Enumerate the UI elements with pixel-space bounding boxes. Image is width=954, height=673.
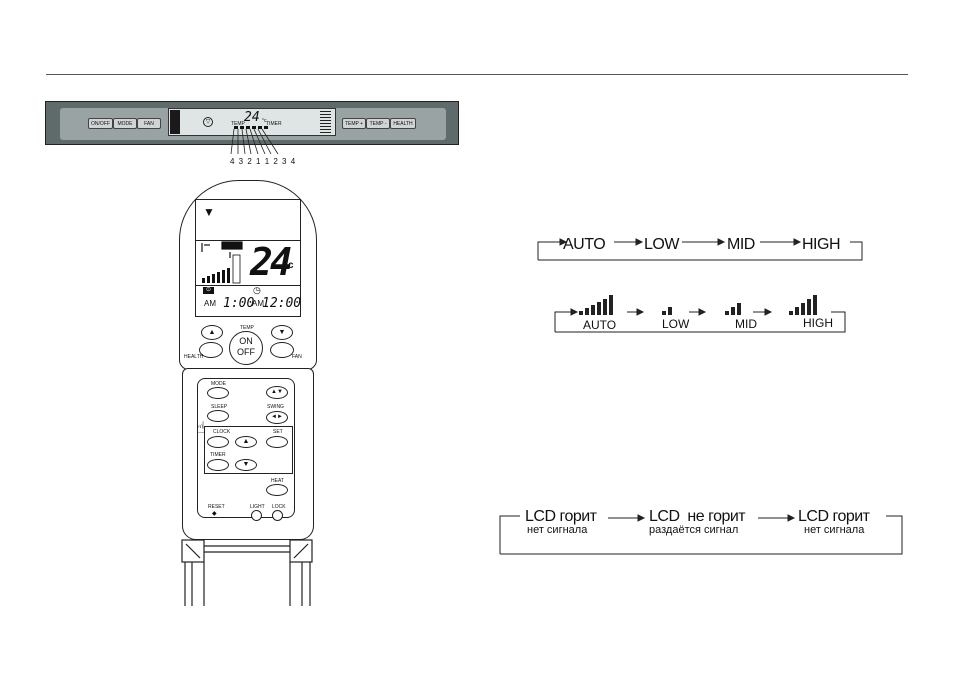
on-off-button[interactable]: ON OFF	[229, 331, 263, 365]
timer-on-icon: ⊙	[203, 287, 214, 294]
fan-cycle-icon-auto-label: AUTO	[583, 318, 617, 332]
panel-callout-numbers: 4 3 2 1 1 2 3 4	[230, 157, 297, 166]
remote-lcd-timer-ampm: AM	[204, 299, 216, 308]
remote-lcd-mode-icons	[201, 241, 243, 284]
fan-cycle-text-high: HIGH	[802, 236, 841, 253]
remote-lcd-fan-bars-icon	[202, 254, 241, 284]
fan-label: FAN	[292, 354, 302, 360]
remote-lcd-divider-2	[196, 285, 300, 286]
health-button[interactable]	[199, 342, 223, 358]
finger-press-icon: ☝	[196, 420, 206, 437]
lcd-cycle-step2-title: LCD не горит	[649, 508, 746, 525]
panel-temp-minus-button[interactable]: TEMP -	[366, 118, 390, 129]
timer-label: TIMER	[210, 452, 226, 458]
panel-temp-plus-button[interactable]: TEMP +	[342, 118, 366, 129]
remote-lcd-clock-time: 12:00	[262, 296, 302, 311]
off-label: OFF	[237, 347, 255, 357]
panel-lcd-temp-label: TEMP	[231, 121, 245, 127]
remote-keypad	[197, 378, 295, 518]
fan-cycle-text-auto: AUTO	[563, 236, 606, 253]
brand-logo-icon: ▽	[203, 117, 213, 127]
timer-up-button[interactable]: ▲	[235, 436, 257, 448]
page-header-rule	[46, 74, 908, 75]
heat-label: HEAT	[271, 478, 284, 484]
fan-bars-mid-icon	[725, 303, 741, 315]
clock-icon: ◷	[253, 285, 261, 295]
panel-onoff-button[interactable]: ON/OFF	[88, 118, 113, 129]
temp-label: TEMP	[240, 325, 254, 331]
panel-lcd-unit: °c	[262, 118, 267, 124]
fan-cycle-icon-low-label: LOW	[662, 317, 690, 331]
clock-label: CLOCK	[213, 429, 231, 435]
sleep-label: SLEEP	[211, 404, 228, 410]
remote-lcd-divider	[196, 240, 300, 241]
mode-button[interactable]	[207, 387, 229, 399]
reset-button[interactable]: ◆	[212, 511, 217, 517]
fan-cycle-icon-diagram	[554, 295, 846, 333]
fan-cycle-text-mid: MID	[727, 236, 755, 253]
panel-lcd-fan-segments	[234, 126, 270, 129]
lcd-cycle-step2-sub: раздаётся сигнал	[649, 524, 739, 536]
remote-lcd-timer-time: 1:00	[223, 296, 255, 311]
lcd-cycle-step3-sub: нет сигнала	[804, 524, 865, 536]
lcd-cycle-step1-sub: нет сигнала	[527, 524, 588, 536]
health-label: HEALTH	[184, 354, 204, 360]
fan-bars-auto-icon	[579, 295, 613, 315]
remote-brand-logo-icon: ▼	[203, 205, 215, 219]
temp-down-button[interactable]: ▼	[271, 325, 293, 340]
fan-bars-high-icon	[789, 295, 817, 315]
remote-lcd-temperature: 24	[250, 240, 293, 284]
fan-cycle-text-low: LOW	[644, 236, 679, 253]
set-label: SET	[273, 429, 283, 435]
timer-down-button[interactable]: ▼	[235, 459, 257, 471]
remote-wall-holder	[181, 539, 313, 606]
fan-cycle-icon-mid-label: MID	[735, 317, 757, 331]
swing-horizontal-button[interactable]: ◄►	[266, 411, 288, 424]
swing-label: SWING	[267, 404, 284, 410]
lcd-cycle-step1-title: LCD горит	[525, 508, 597, 525]
light-label: LIGHT	[250, 504, 265, 510]
lcd-cycle-step3-title: LCD горит	[798, 508, 870, 525]
mode-label: MODE	[211, 381, 226, 387]
lcd-cycle-diagram	[499, 514, 903, 555]
remote-lcd-unit: °c	[284, 260, 294, 271]
panel-mode-button[interactable]: MODE	[113, 118, 137, 129]
remote-lcd-clock-ampm: AM	[252, 299, 264, 308]
panel-fan-button[interactable]: FAN	[137, 118, 161, 129]
timer-button[interactable]	[207, 459, 229, 471]
fan-cycle-icon-high-label: HIGH	[803, 316, 833, 330]
temp-up-button[interactable]: ▲	[201, 325, 223, 340]
panel-lcd-timer-label: TIMER	[266, 121, 282, 127]
fan-button[interactable]	[270, 342, 294, 358]
panel-lcd-grill	[320, 111, 331, 133]
panel-lcd-temp-value: 24	[244, 110, 260, 125]
fan-bars-low-icon	[662, 307, 672, 315]
swing-vertical-button[interactable]: ▲▼	[266, 386, 288, 399]
on-label: ON	[239, 336, 253, 346]
panel-health-button[interactable]: HEALTH	[390, 118, 416, 129]
light-button[interactable]	[251, 510, 262, 521]
reset-label: RESET	[208, 504, 225, 510]
panel-callout-lines	[230, 128, 279, 155]
lock-label: LOCK	[272, 504, 286, 510]
remote-keypad-inset	[204, 426, 293, 474]
remote-lcd	[195, 199, 301, 317]
panel-lcd-bar	[170, 110, 180, 134]
lock-button[interactable]	[272, 510, 283, 521]
clock-button[interactable]	[207, 436, 229, 448]
sleep-button[interactable]	[207, 410, 229, 422]
set-button[interactable]	[266, 436, 288, 448]
heat-button[interactable]	[266, 484, 288, 496]
fan-cycle-text-diagram	[537, 238, 863, 261]
